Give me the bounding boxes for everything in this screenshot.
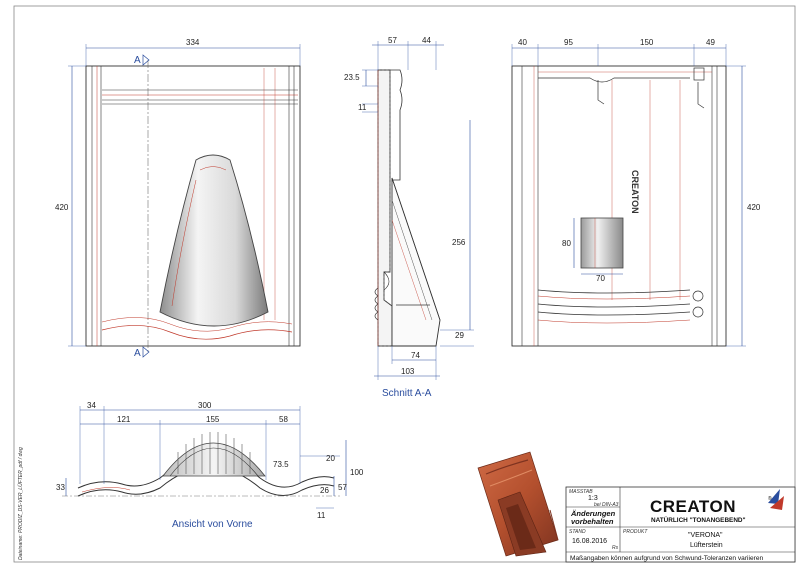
bottom-dim-d: 58 [279, 415, 288, 424]
section-dim-top-left: 57 [388, 36, 397, 45]
front-width-dim: 334 [186, 38, 200, 47]
section-dim-d1: 23.5 [344, 73, 360, 82]
title-block: MASSTAB 1:3 bei DIN-A3 Änderungen vorbeh… [565, 486, 796, 563]
back-box-width-dim: 70 [596, 274, 605, 283]
section-dim-d2: 11 [358, 103, 367, 112]
back-dim-a: 40 [518, 38, 527, 47]
back-view: CREATON 40 95 150 49 420 80 70 [511, 38, 761, 347]
bottom-view: 34 300 121 155 58 73.5 20 100 33 26 57 1… [56, 401, 364, 530]
section-dim-w2: 103 [401, 367, 415, 376]
section-arrow-icon [142, 54, 150, 66]
bottom-view-title: Ansicht von Vorne [172, 519, 253, 530]
back-dim-d: 49 [706, 38, 715, 47]
scale-value: 1:3 [588, 495, 598, 502]
product-label: PRODUKT [623, 529, 648, 535]
changes-line2: vorbehalten [571, 517, 614, 526]
bottom-dim-c: 155 [206, 415, 220, 424]
bottom-dim-i: 26 [320, 486, 329, 495]
tolerance-note: Maßangaben können aufgrund von Schwund-T… [570, 555, 764, 562]
section-arrow-icon [142, 346, 150, 358]
back-stamp: CREATON [630, 170, 640, 214]
bottom-dim-f: 20 [326, 454, 335, 463]
front-height-dim: 420 [55, 203, 69, 212]
section-title: Schnitt A-A [382, 388, 432, 399]
section-mark-bottom: A [134, 348, 141, 359]
section-dim-height: 256 [452, 238, 466, 247]
bottom-dim-k: 11 [317, 511, 326, 520]
changes-line1: Änderungen [570, 509, 616, 518]
bottom-dim-j: 57 [338, 483, 347, 492]
bottom-dim-e: 73.5 [273, 460, 289, 469]
date-label: STAND [569, 529, 586, 535]
bottom-dim-h: 33 [56, 483, 65, 492]
front-view: A A 334 420 [55, 38, 301, 359]
brand-name: CREATON [650, 497, 736, 516]
date-mark: Rs [612, 545, 619, 551]
back-box-height-dim: 80 [562, 239, 571, 248]
product-name: "VERONA" [688, 532, 723, 539]
back-height-dim: 420 [747, 203, 761, 212]
product-type: Lüfterstein [690, 542, 723, 549]
brand-tagline: NATÜRLICH "TONANGEBEND" [651, 515, 746, 524]
back-dim-c: 150 [640, 38, 654, 47]
sheet-border [13, 5, 796, 563]
section-mark-top: A [134, 55, 141, 66]
section-view: 57 44 23.5 11 256 29 74 103 Schnitt A-A [344, 36, 474, 399]
scale-label: MASSTAB [569, 489, 593, 495]
section-dim-top-right: 44 [422, 36, 431, 45]
creaton-logo-icon [768, 489, 784, 510]
bottom-dim-a: 34 [87, 401, 96, 410]
file-name-note: Dateiname: PRODIZ_DS-VER_LÜFTER_pdf / dw… [17, 447, 24, 560]
back-dim-b: 95 [564, 38, 573, 47]
bottom-dim-g: 100 [350, 468, 364, 477]
scale-sub: bei DIN-A3 [594, 502, 619, 508]
brand-reg: ® [768, 495, 772, 502]
section-dim-d3: 29 [455, 331, 464, 340]
roof-tile-illustration [477, 451, 559, 557]
date-value: 16.08.2016 [572, 538, 607, 545]
bottom-dim-b: 121 [117, 415, 131, 424]
bottom-dim-total: 300 [198, 401, 212, 410]
section-dim-w1: 74 [411, 351, 420, 360]
